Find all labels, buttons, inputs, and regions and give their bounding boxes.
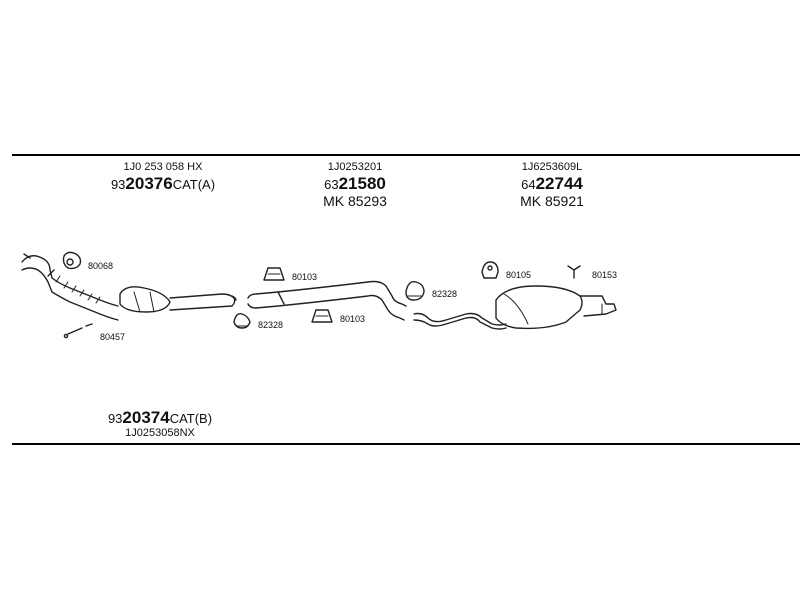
- label-clamp-b: 82328: [432, 289, 458, 299]
- label-gasket: 80068: [88, 261, 114, 271]
- oem-number: 1J6253609L: [521, 161, 583, 173]
- catalytic-converter: [119, 286, 237, 313]
- label-mount-a: 80103: [292, 272, 318, 282]
- label-clamp-a: 82328: [258, 320, 284, 330]
- oem-number: 1J0253058NX: [125, 427, 195, 439]
- part-number: 9320374CAT(B): [107, 408, 213, 427]
- mount-80103-a: [263, 267, 285, 281]
- front-downpipe: [21, 253, 119, 321]
- part-number: 6321580: [324, 174, 386, 193]
- group-catalyst-b: 9320374CAT(B) 1J0253058NX: [90, 408, 230, 439]
- bolt-80457: [63, 323, 93, 339]
- part-number: 6422744: [521, 174, 583, 193]
- gasket-80068: [62, 251, 82, 270]
- rear-muffler: [413, 285, 617, 330]
- label-mount-b: 80103: [340, 314, 366, 324]
- label-bolt: 80457: [100, 332, 126, 342]
- group-rear-muffler: 1J6253609L 6422744 MK 85921: [497, 161, 607, 209]
- hanger-80105: [481, 261, 499, 279]
- group-catalyst-a: 1J0 253 058 HX 9320376CAT(A): [98, 161, 228, 193]
- oem-number: 1J0253201: [327, 161, 383, 173]
- clamp-82328-a: [233, 312, 251, 329]
- mk-number: MK 85921: [520, 193, 584, 209]
- label-hanger-a: 80105: [506, 270, 532, 280]
- label-hanger-b: 80153: [592, 270, 618, 280]
- mount-80103-b: [311, 309, 333, 323]
- hanger-80153: [567, 265, 581, 279]
- middle-pipe: [247, 280, 407, 321]
- clamp-82328-b: [405, 281, 425, 301]
- bottom-divider: [12, 443, 800, 445]
- mk-number: MK 85293: [323, 193, 387, 209]
- group-middle-pipe: 1J0253201 6321580 MK 85293: [300, 161, 410, 209]
- part-number: 9320376CAT(A): [110, 174, 216, 193]
- oem-number: 1J0 253 058 HX: [123, 161, 203, 173]
- top-divider: [12, 154, 800, 156]
